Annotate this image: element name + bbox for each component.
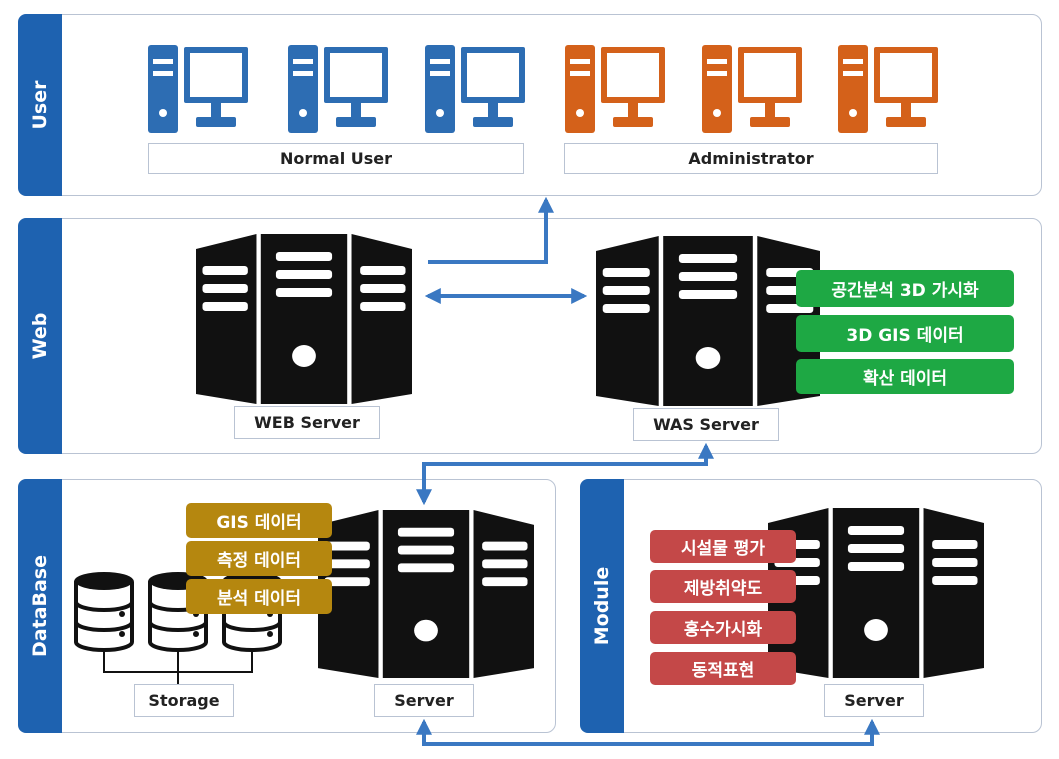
- was-tag-diffusion-data: 확산 데이터: [796, 359, 1014, 394]
- normal-user-pc-icon: [288, 45, 388, 135]
- module-tag-flood-visualization: 홍수가시화: [650, 611, 796, 644]
- module-server-icon: [768, 508, 984, 678]
- admin-pc-icon: [565, 45, 665, 135]
- module-layer-label: Module: [591, 566, 613, 646]
- was-server-icon: [596, 236, 820, 406]
- web-layer-tab: Web: [18, 218, 62, 454]
- db-tag-gis-data: GIS 데이터: [186, 503, 332, 538]
- web-server-icon: [196, 234, 412, 404]
- user-layer-label: User: [29, 80, 51, 130]
- normal-user-pc-icon: [425, 45, 525, 135]
- administrator-label: Administrator: [564, 143, 938, 174]
- storage-disk-icon: [74, 572, 134, 652]
- module-tag-facility-eval: 시설물 평가: [650, 530, 796, 563]
- db-tag-analysis-data: 분석 데이터: [186, 579, 332, 614]
- database-layer-label: DataBase: [29, 555, 51, 657]
- was-server-label: WAS Server: [633, 408, 779, 441]
- database-layer-tab: DataBase: [18, 479, 62, 733]
- database-server-icon: [318, 510, 534, 678]
- module-tag-levee-vulnerability: 제방취약도: [650, 570, 796, 603]
- web-server-label: WEB Server: [234, 406, 380, 439]
- module-layer-tab: Module: [580, 479, 624, 733]
- was-tag-3d-gis-data: 3D GIS 데이터: [796, 315, 1014, 352]
- web-layer-label: Web: [29, 312, 51, 360]
- was-tag-spatial-3d: 공간분석 3D 가시화: [796, 270, 1014, 307]
- storage-label: Storage: [134, 684, 234, 717]
- module-tag-dynamic-expression: 동적표현: [650, 652, 796, 685]
- database-server-label: Server: [374, 684, 474, 717]
- module-server-label: Server: [824, 684, 924, 717]
- db-tag-measurement-data: 측정 데이터: [186, 541, 332, 576]
- user-layer-tab: User: [18, 14, 62, 196]
- normal-user-pc-icon: [148, 45, 248, 135]
- admin-pc-icon: [838, 45, 938, 135]
- normal-user-label: Normal User: [148, 143, 524, 174]
- admin-pc-icon: [702, 45, 802, 135]
